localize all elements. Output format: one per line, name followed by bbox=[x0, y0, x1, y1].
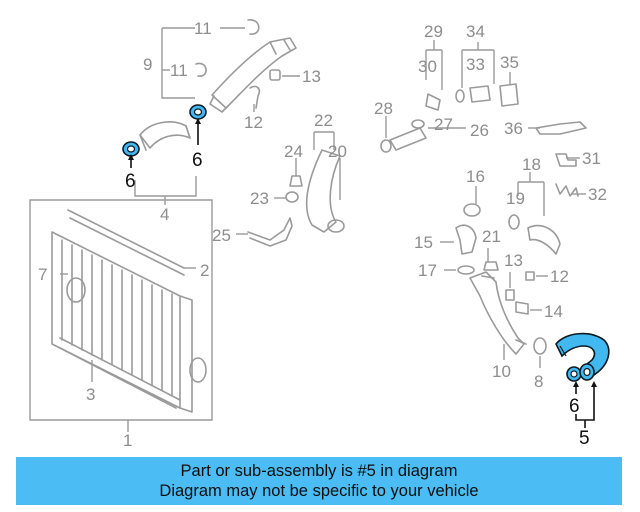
valve-35 bbox=[499, 72, 519, 107]
callout-8: 8 bbox=[534, 372, 543, 391]
clamp-11-top bbox=[247, 19, 260, 35]
callout-21: 21 bbox=[482, 227, 501, 246]
callout-6-right: 6 bbox=[192, 150, 203, 171]
callout-36: 36 bbox=[504, 119, 523, 138]
callout-30: 30 bbox=[418, 57, 437, 76]
fitting-30 bbox=[425, 40, 443, 111]
callout-27: 27 bbox=[434, 115, 453, 134]
callout-34: 34 bbox=[466, 22, 485, 41]
callout-13b: 13 bbox=[504, 251, 523, 270]
intercooler-frame bbox=[29, 199, 213, 421]
hose-10 bbox=[469, 271, 527, 360]
bracket-31 bbox=[555, 153, 580, 167]
clamp-16 bbox=[463, 186, 481, 217]
callout-25: 25 bbox=[212, 226, 231, 245]
callout-29: 29 bbox=[424, 22, 443, 41]
bolt-12-lower bbox=[525, 271, 548, 281]
leader-9-bracket bbox=[161, 28, 195, 99]
callout-19: 19 bbox=[506, 189, 525, 208]
callout-12b: 12 bbox=[550, 267, 569, 286]
ring-19 bbox=[508, 214, 520, 230]
banner-line-2: Diagram may not be specific to your vehi… bbox=[159, 482, 479, 500]
callout-2: 2 bbox=[200, 261, 209, 280]
callout-22: 22 bbox=[314, 111, 333, 130]
callout-24: 24 bbox=[284, 142, 303, 161]
callout-31: 31 bbox=[582, 149, 601, 168]
clamp-23 bbox=[274, 191, 299, 203]
bolt-13-lower bbox=[505, 272, 515, 301]
clamp-11-mid bbox=[195, 62, 207, 77]
callout-14: 14 bbox=[544, 302, 563, 321]
callout-13: 13 bbox=[302, 67, 321, 86]
bolt-24 bbox=[289, 158, 303, 187]
hose-18 bbox=[517, 172, 561, 255]
hose-15 bbox=[440, 224, 477, 255]
bracket-36 bbox=[528, 121, 587, 135]
hose-4-left bbox=[139, 121, 191, 151]
ring-27 bbox=[411, 119, 425, 129]
callout-33: 33 bbox=[466, 55, 485, 74]
callout-1: 1 bbox=[123, 431, 132, 450]
leader-4-bracket bbox=[134, 176, 197, 197]
callout-9: 9 bbox=[143, 55, 152, 74]
callouts-black: 6 6 6 5 bbox=[125, 150, 590, 449]
callout-11: 11 bbox=[194, 19, 212, 38]
callout-18: 18 bbox=[522, 155, 541, 174]
callout-35: 35 bbox=[500, 53, 519, 72]
callout-7: 7 bbox=[38, 265, 47, 284]
callout-10: 10 bbox=[492, 362, 511, 381]
banner-line-1: Part or sub-assembly is #5 in diagram bbox=[180, 462, 458, 480]
bolt-21 bbox=[483, 248, 499, 271]
callout-15: 15 bbox=[414, 233, 433, 252]
bracket-14 bbox=[515, 301, 542, 315]
charge-air-pipe-upper bbox=[209, 37, 297, 113]
callouts-gray: 11 9 11 13 12 29 34 30 33 35 28 27 26 36… bbox=[38, 19, 607, 450]
callout-23: 23 bbox=[250, 189, 269, 208]
bolt-12-upper bbox=[249, 85, 261, 112]
hose-26 bbox=[380, 116, 466, 153]
callout-20: 20 bbox=[328, 142, 347, 161]
callout-6-lower: 6 bbox=[569, 396, 580, 417]
callout-28: 28 bbox=[374, 99, 393, 118]
callout-17: 17 bbox=[418, 261, 437, 280]
callout-26: 26 bbox=[470, 121, 489, 140]
callout-4: 4 bbox=[160, 205, 169, 224]
callout-12: 12 bbox=[244, 113, 263, 132]
clamp-17 bbox=[444, 265, 475, 275]
bracket-32 bbox=[555, 183, 586, 197]
callout-3: 3 bbox=[86, 385, 95, 404]
bracket-25 bbox=[236, 217, 293, 247]
pipe-22 bbox=[305, 131, 345, 233]
callout-5: 5 bbox=[579, 428, 590, 449]
seal-33 bbox=[455, 42, 495, 103]
info-banner: Part or sub-assembly is #5 in diagram Di… bbox=[16, 457, 622, 505]
callout-6-left: 6 bbox=[125, 171, 136, 192]
callout-11b: 11 bbox=[170, 61, 188, 80]
callout-16: 16 bbox=[466, 167, 485, 186]
nut-13 bbox=[269, 69, 300, 81]
clamp-8 bbox=[533, 337, 547, 368]
callout-32: 32 bbox=[588, 185, 607, 204]
